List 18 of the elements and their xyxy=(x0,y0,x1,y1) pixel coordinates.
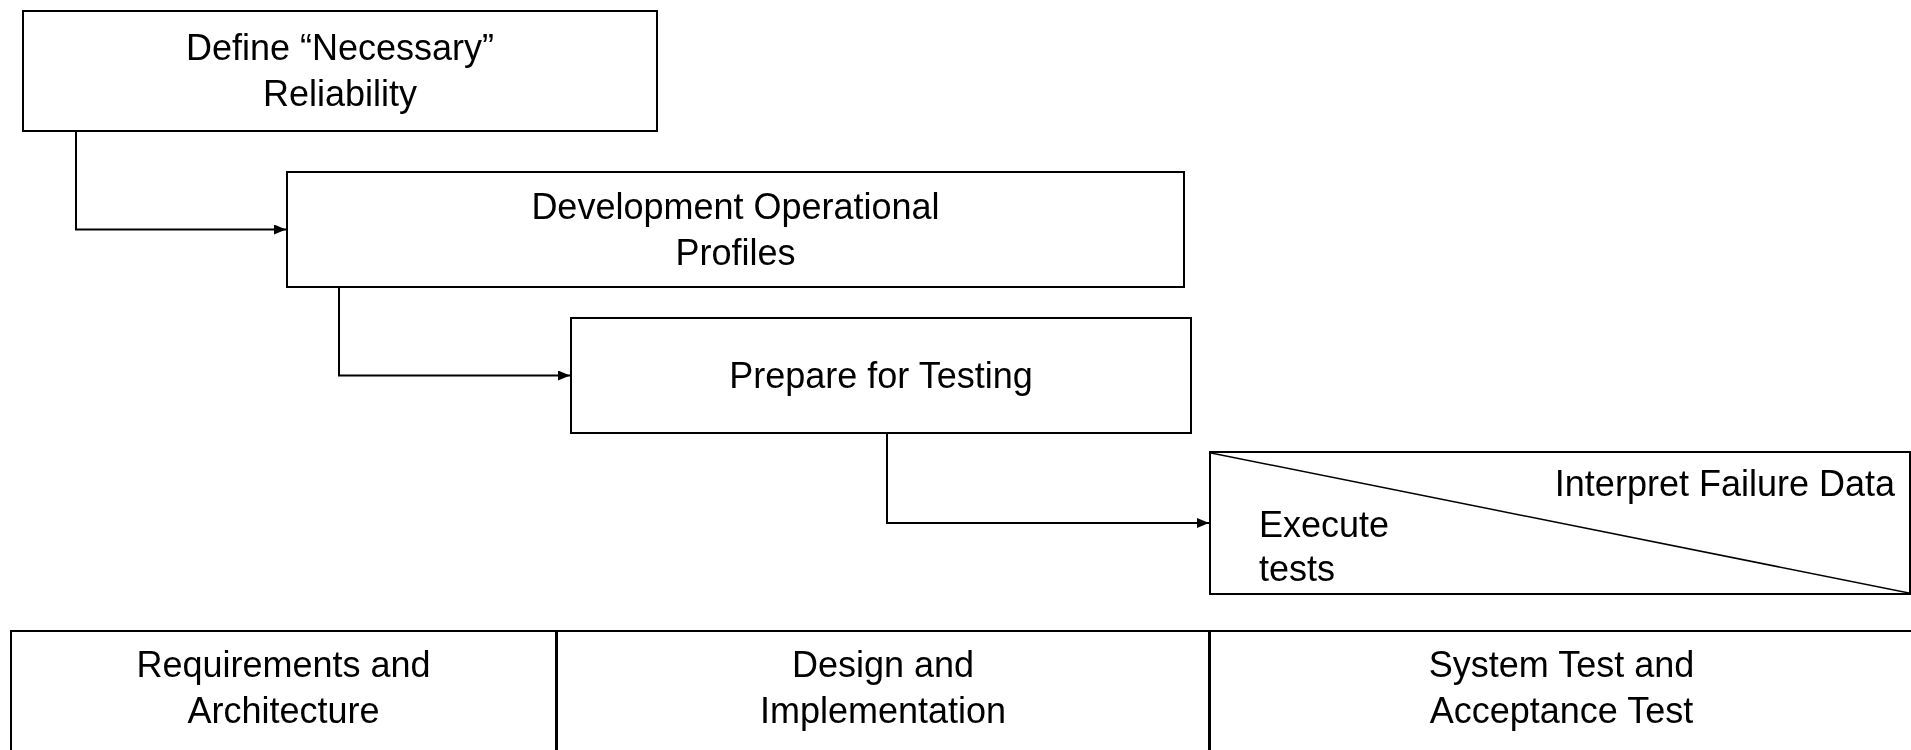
split-process-box xyxy=(1209,451,1911,595)
box-text: Development Operational Profiles xyxy=(530,184,941,275)
connector-arrow xyxy=(75,131,287,235)
box-text: System Test and Acceptance Test xyxy=(1427,643,1696,733)
box-text: Define “Necessary” Reliability xyxy=(184,26,496,116)
connector-arrow xyxy=(886,433,1210,528)
process-box xyxy=(570,317,1192,434)
box-text: Interpret Failure Data xyxy=(1553,462,1895,506)
process-box xyxy=(22,10,658,132)
box-text: Design and Implementation xyxy=(758,643,1008,733)
phase-cell xyxy=(556,630,1210,750)
phase-cell xyxy=(1209,630,1911,750)
process-box xyxy=(286,171,1185,288)
phase-cell xyxy=(10,630,557,750)
connector-arrow xyxy=(338,287,571,381)
box-text: Requirements and Architecture xyxy=(135,643,432,733)
box-text: Prepare for Testing xyxy=(728,353,1034,398)
box-text: Execute tests xyxy=(1259,503,1391,591)
